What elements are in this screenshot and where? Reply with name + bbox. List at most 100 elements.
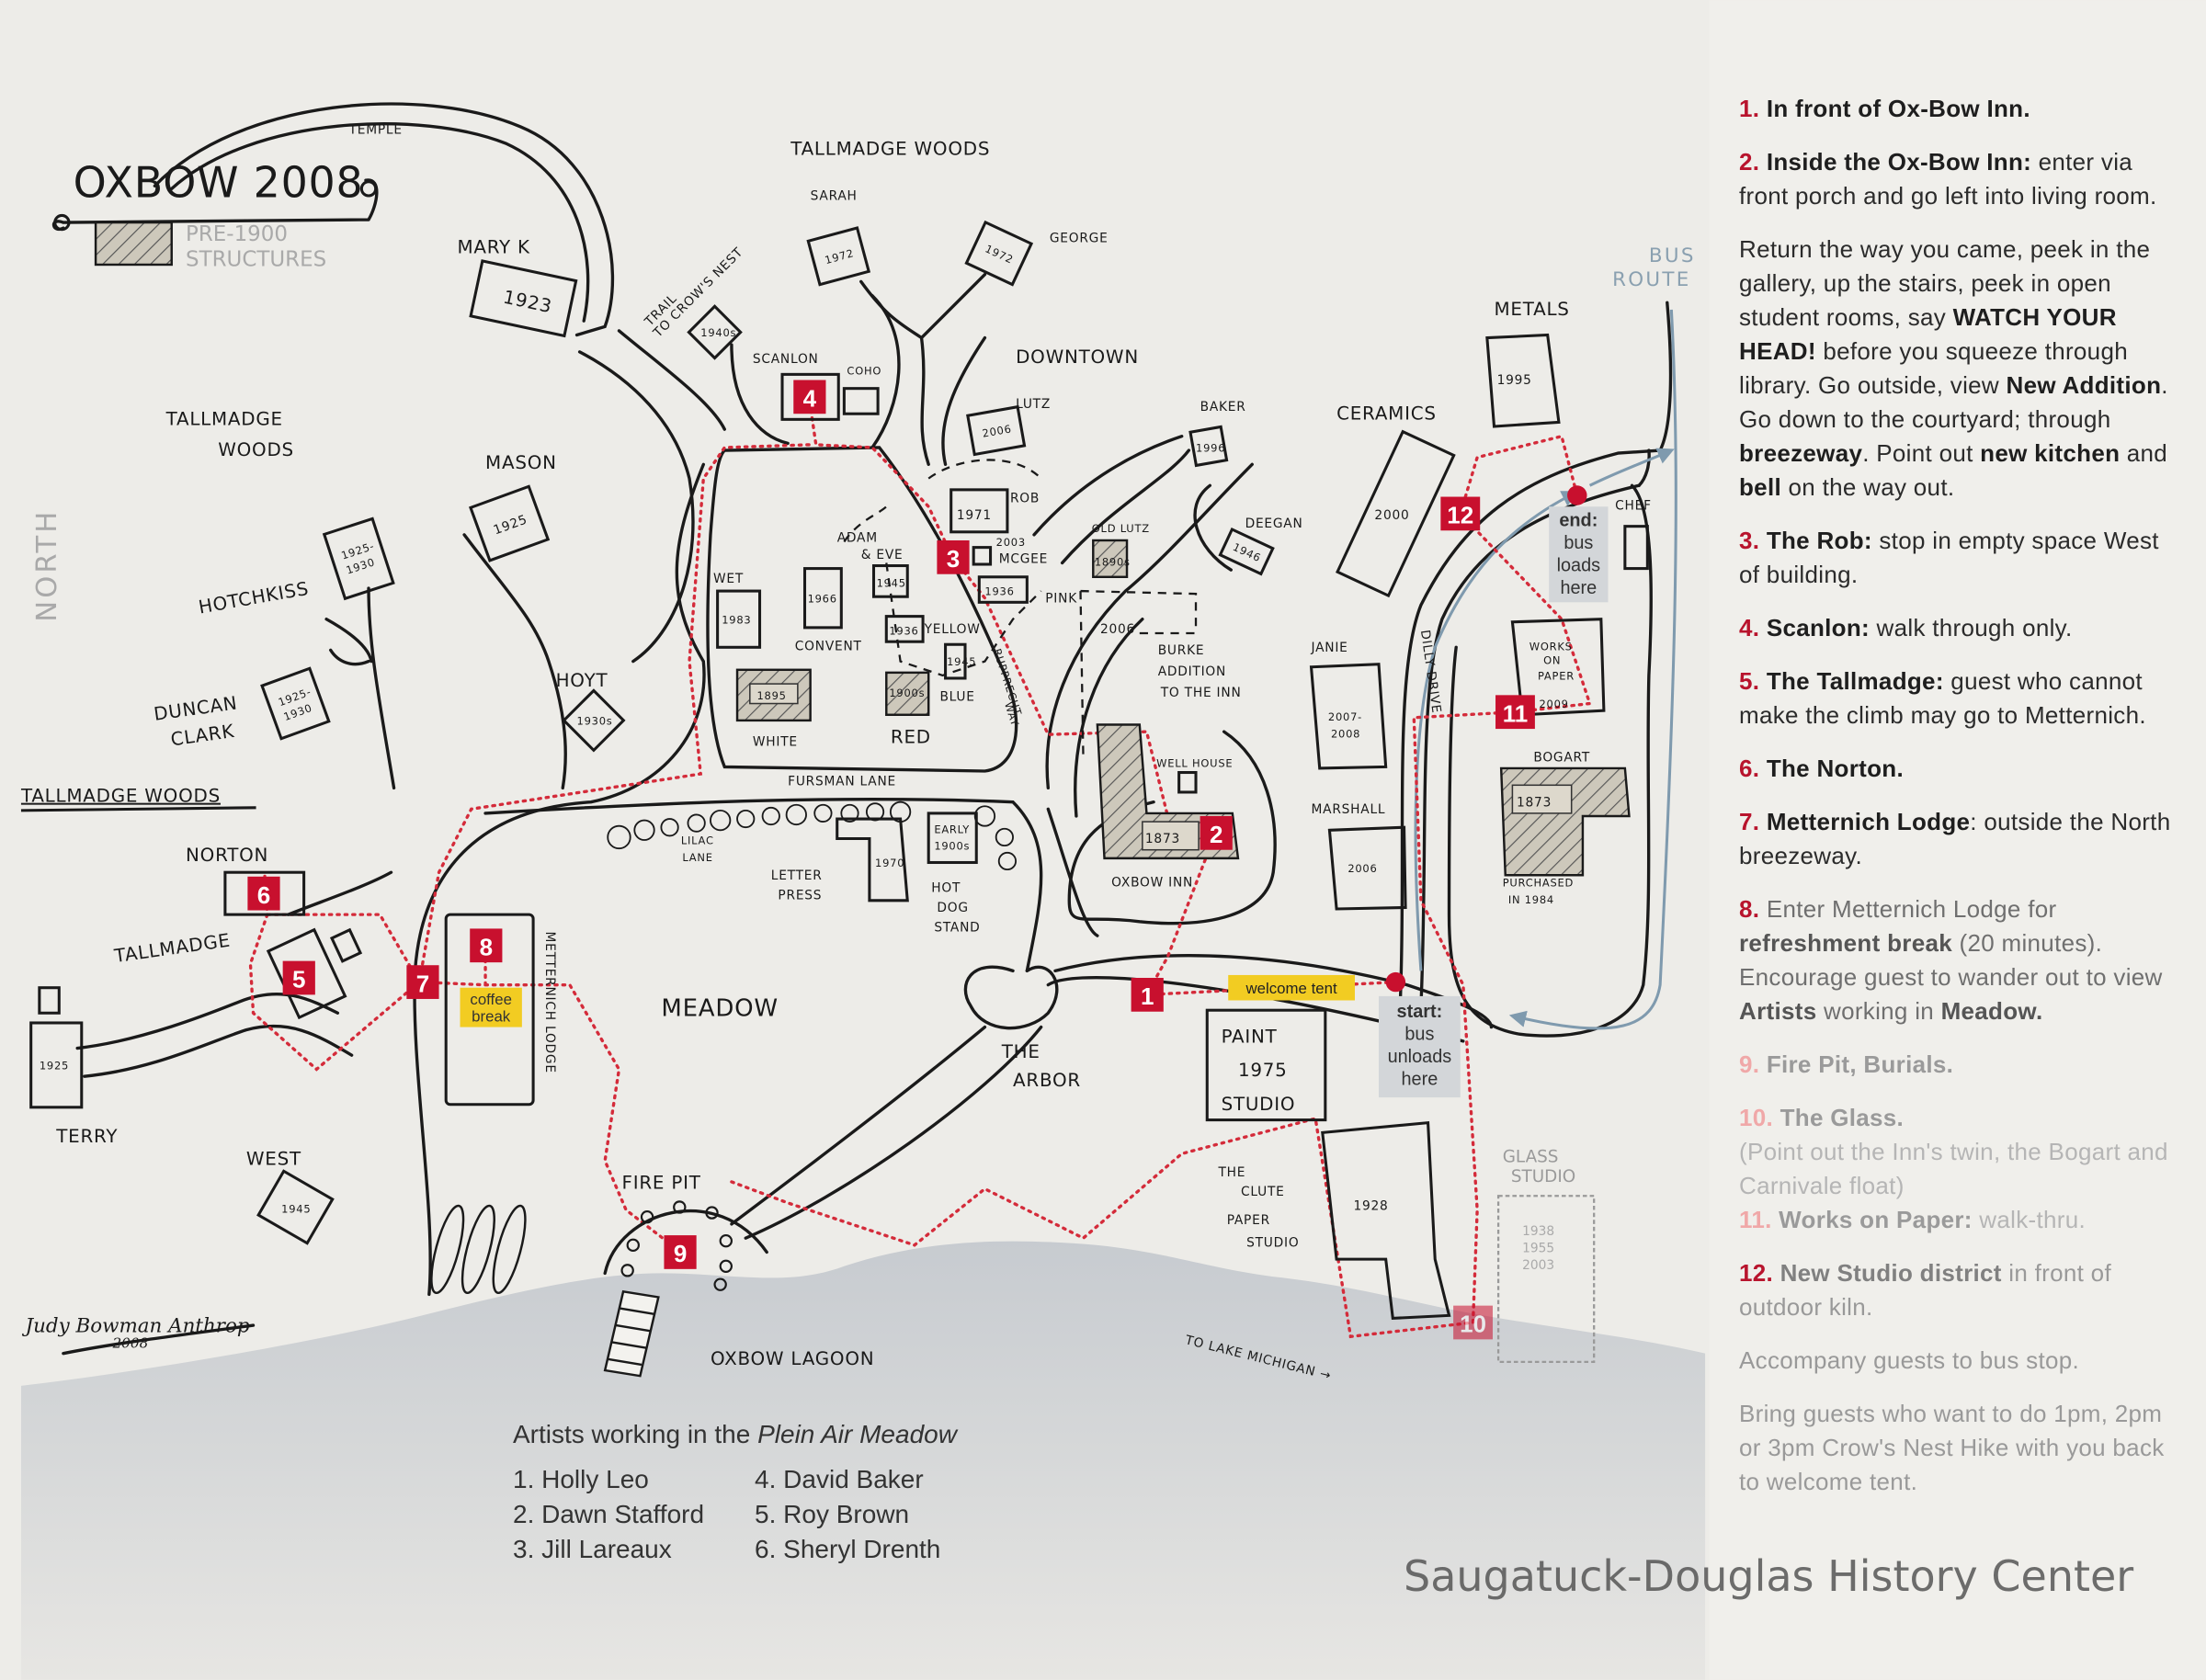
label-duncan-clark: CLARK [169,721,235,751]
label-paint-studio: 1975 [1238,1060,1288,1081]
stop-9[interactable]: 9 [664,1235,697,1269]
buildings: TEMPLE MARY K 1923 TRAIL TO CROW'S NEST … [20,123,1651,1384]
svg-text:1938: 1938 [1522,1224,1554,1239]
svg-text:2006: 2006 [981,422,1012,439]
label-letter-press: PRESS [778,888,822,902]
stop-2[interactable]: 2 [1200,815,1233,850]
label-clute-studio: STUDIO [1246,1235,1299,1250]
label-blue: BLUE [939,689,974,704]
artist-signature: Judy Bowman Anthrop [22,1315,250,1338]
instruction-item: 9. Fire Pit, Burials. [1739,1048,2171,1082]
svg-text:coffee: coffee [470,991,512,1008]
label-bogart: BOGART [1533,750,1590,765]
stop-1[interactable]: 1 [1131,978,1164,1012]
label-red: RED [891,726,931,747]
label-yellow: YELLOW [924,622,981,637]
label-hot-dog-stand: HOT [931,881,961,896]
instruction-text: (20 minutes). Encourage guest to wander … [1739,929,2163,991]
stop-10[interactable]: 10 [1453,1305,1493,1340]
watermark: Saugatuck-Douglas History Center [1404,1551,2134,1601]
bus-route-label: BUS [1649,244,1696,267]
svg-text:1971: 1971 [957,508,992,523]
label-hot-dog-stand: DOG [937,901,968,915]
instruction-item: 4. Scanlon: walk through only. [1739,611,2171,645]
label-hoyt: HOYT [556,670,608,691]
label-hotchkiss: HOTCHKISS [197,578,311,619]
instruction-number: 4. [1739,614,1767,641]
label-burke: ADDITION [1158,664,1226,679]
svg-text:1930s: 1930s [577,714,613,727]
label-works-on-paper: ON [1543,654,1561,667]
svg-text:2007-: 2007- [1328,710,1362,723]
bus-route: BUS ROUTE [1414,244,1696,1030]
svg-text:6: 6 [257,881,270,909]
stop-8[interactable]: 8 [470,928,503,963]
label-tallmadge-woods-top: TALLMADGE WOODS [790,139,990,160]
instruction-text: (Point out the Inn's twin, the Bogart an… [1739,1138,2168,1199]
legend-hatch-swatch [94,221,173,267]
label-old-lutz: OLD LUTZ [1092,522,1150,535]
stop-6[interactable]: 6 [247,876,280,911]
svg-text:2008: 2008 [1331,727,1360,740]
bus-route-label: ROUTE [1612,268,1690,291]
stop-7[interactable]: 7 [406,965,439,999]
svg-text:1945: 1945 [281,1203,311,1216]
label-west: WEST [246,1149,301,1170]
canoes [430,1204,527,1295]
instruction-item: 5. The Tallmadge: guest who cannot make … [1739,664,2171,732]
label-lilac-lane: LILAC [681,834,714,847]
label-tallmadge-woods: WOODS [218,439,294,460]
label-janie: JANIE [1311,641,1348,655]
artists-column-2: 4. David Baker 5. Roy Brown 6. Sheryl Dr… [755,1462,940,1567]
svg-text:1923: 1923 [501,287,553,318]
svg-text:3: 3 [947,545,960,573]
legend-label: STRUCTURES [186,248,326,272]
label-clute-studio: PAPER [1227,1213,1270,1228]
svg-text:1970: 1970 [875,857,904,869]
label-purchased: IN 1984 [1508,893,1554,906]
tour-instructions: 1. In front of Ox-Bow Inn.2. Inside the … [1739,92,2171,1518]
label-oxbow-lagoon: OXBOW LAGOON [711,1348,874,1369]
instruction-text: working in [1816,997,1941,1025]
label-terry: TERRY [55,1126,118,1147]
stop-11[interactable]: 11 [1495,695,1535,730]
instruction-emphasis: bell [1739,473,1781,501]
label-the-arbor: ARBOR [1013,1070,1081,1091]
instruction-number: 9. [1739,1050,1767,1078]
stop-4[interactable]: 4 [793,380,826,414]
artist-item: 6. Sheryl Drenth [755,1535,941,1563]
label-marshall: MARSHALL [1312,802,1386,817]
label-ceramics: CERAMICS [1336,403,1437,424]
svg-text:start:: start: [1397,1002,1443,1022]
label-early-1900s: EARLY [934,823,970,835]
label-lutz: LUTZ [1016,397,1051,412]
instruction-item: 8. Enter Metternich Lodge for refreshmen… [1739,892,2171,1028]
svg-text:1995: 1995 [1497,373,1532,388]
label-burke: BURKE [1158,643,1205,658]
svg-text:here: here [1560,578,1597,598]
instruction-number: 5. [1739,667,1767,695]
stop-5[interactable]: 5 [282,960,315,995]
label-mason: MASON [485,452,557,473]
label-scanlon: SCANLON [753,352,819,367]
stop-3[interactable]: 3 [937,539,970,574]
label-metternich-lodge: METTERNICH LODGE [542,931,557,1073]
artist-item: 5. Roy Brown [755,1500,910,1528]
label-pink: PINK [1045,591,1077,606]
oxbow-lagoon-water [20,1241,1706,1680]
label-downtown: DOWNTOWN [1016,346,1139,368]
label-lilac-lane: LANE [682,851,712,864]
label-coho: COHO [847,364,881,377]
artist-item: 2. Dawn Stafford [513,1500,705,1528]
svg-text:7: 7 [416,970,429,997]
instruction-text: on the way out. [1781,473,1955,501]
svg-text:here: here [1401,1069,1438,1089]
svg-text:break: break [472,1007,511,1025]
stop-12[interactable]: 12 [1440,496,1481,531]
label-dilly-drive: DILLY DRIVE [1417,629,1444,714]
label-george: GEORGE [1050,231,1109,245]
svg-text:bus: bus [1564,533,1593,553]
instruction-item: 1. In front of Ox-Bow Inn. [1739,92,2171,126]
svg-text:11: 11 [1503,699,1529,727]
